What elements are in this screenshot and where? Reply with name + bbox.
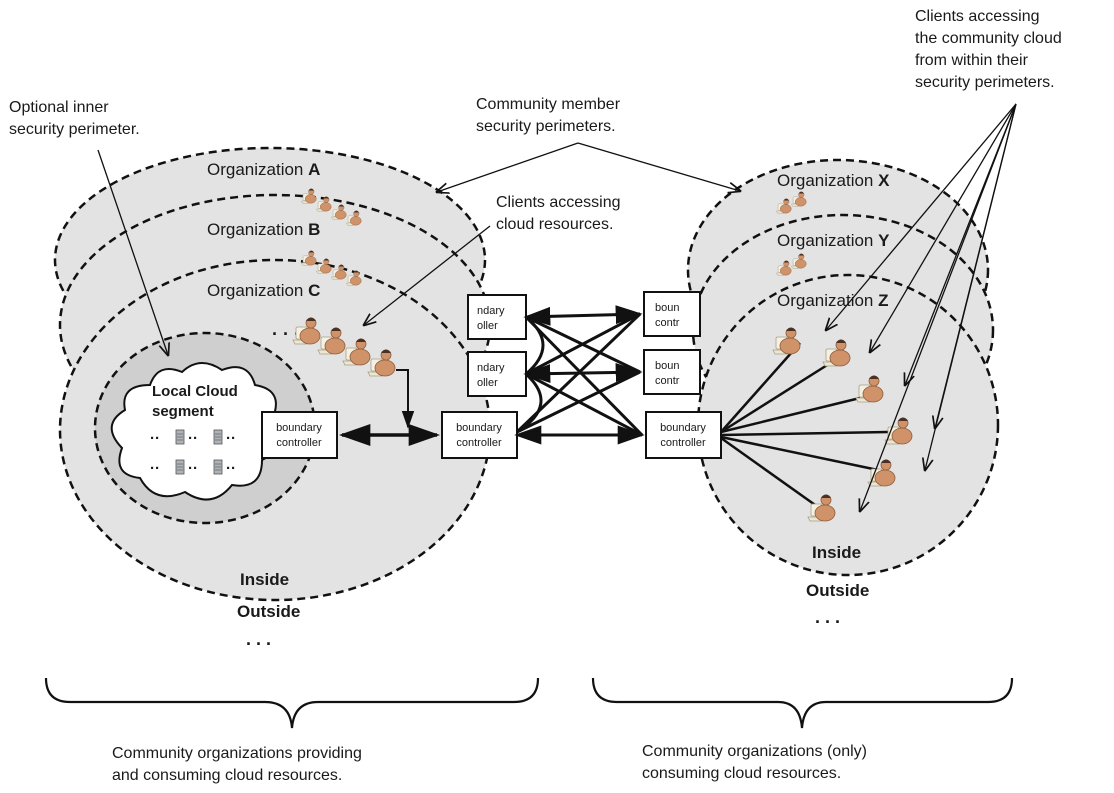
local-cloud-title: Local Cloud — [152, 383, 238, 400]
annotation-inner-perimeter: Optional inner security perimeter. — [9, 99, 168, 355]
svg-text:the community cloud: the community cloud — [915, 30, 1062, 47]
clients-to-boundary-arrow — [396, 369, 415, 429]
svg-text:controller: controller — [660, 437, 706, 449]
svg-text:boundary: boundary — [276, 422, 322, 434]
left-outside-label: Outside — [237, 602, 300, 621]
local-cloud-shape — [110, 362, 281, 501]
org-x-boundary-controller: boun contr — [643, 291, 701, 337]
svg-text:· · ·: · · · — [272, 324, 300, 344]
local-cloud-subtitle: segment — [152, 403, 214, 420]
inter-org-links — [514, 305, 645, 445]
svg-text:controller: controller — [456, 437, 502, 449]
svg-text:security perimeter.: security perimeter. — [9, 121, 140, 138]
svg-text:··: ·· — [188, 460, 198, 477]
right-brace — [591, 677, 1014, 729]
org-b-label: Organization B — [207, 220, 320, 239]
org-b-boundary-controller: ndary oller — [467, 351, 527, 397]
svg-text:boundary: boundary — [660, 422, 706, 434]
annotation-clients-cloud: Clients accessing cloud resources. — [364, 194, 621, 325]
org-z-client-links — [720, 342, 889, 509]
right-outside-label: Outside — [806, 581, 869, 600]
svg-text:controller: controller — [276, 437, 322, 449]
svg-text:Clients accessing: Clients accessing — [496, 194, 621, 211]
svg-text:boundary: boundary — [456, 422, 502, 434]
left-organizations: Organization A Organization B Organizati… — [53, 146, 527, 649]
left-inside-label: Inside — [240, 570, 289, 589]
svg-text:boun: boun — [655, 302, 679, 314]
svg-text:from within their: from within their — [915, 52, 1029, 69]
org-x-label: Organization X — [777, 171, 890, 190]
left-ellipsis: . . . — [246, 629, 271, 649]
org-c-label: Organization C — [207, 281, 320, 300]
svg-text:ndary: ndary — [477, 362, 505, 374]
right-inside-label: Inside — [812, 543, 861, 562]
svg-text:ndary: ndary — [477, 305, 505, 317]
svg-text:··: ·· — [226, 460, 236, 477]
org-a-boundary-controller: ndary oller — [467, 294, 527, 340]
org-z-boundary-controller: boundary controller — [645, 411, 722, 459]
svg-text:security perimeters.: security perimeters. — [476, 118, 616, 135]
annotation-clients-community: Clients accessing the community cloud fr… — [826, 8, 1062, 511]
right-caption-line2: consuming cloud resources. — [642, 765, 841, 782]
annotation-member-perimeters: Community member security perimeters. — [437, 96, 740, 192]
svg-text:oller: oller — [477, 377, 498, 389]
left-caption-line2: and consuming cloud resources. — [112, 767, 342, 784]
inner-boundary-controller: boundary controller — [261, 411, 338, 459]
org-c-boundary-controller: boundary controller — [441, 411, 518, 459]
svg-text:oller: oller — [477, 320, 498, 332]
svg-text:Optional inner: Optional inner — [9, 99, 109, 116]
svg-text:boun: boun — [655, 360, 679, 372]
svg-text:Clients accessing: Clients accessing — [915, 8, 1040, 25]
svg-text:··: ·· — [226, 430, 236, 447]
local-cloud-servers: ·· ·· ·· ·· ·· ·· — [150, 429, 236, 477]
right-ellipsis: . . . — [815, 607, 840, 627]
right-caption-line1: Community organizations (only) — [642, 743, 867, 760]
svg-text:··: ·· — [188, 430, 198, 447]
left-brace — [44, 677, 540, 729]
svg-text:security perimeters.: security perimeters. — [915, 74, 1055, 91]
svg-text:cloud resources.: cloud resources. — [496, 216, 613, 233]
svg-text:··: ·· — [150, 430, 160, 447]
left-caption-line1: Community organizations providing — [112, 745, 362, 762]
org-y-boundary-controller: boun contr — [643, 349, 701, 395]
org-z-perimeter — [696, 273, 1000, 577]
org-a-label: Organization A — [207, 160, 320, 179]
svg-text:contr: contr — [655, 375, 680, 387]
svg-text:··: ·· — [150, 460, 160, 477]
org-z-label: Organization Z — [777, 291, 889, 310]
org-y-label: Organization Y — [777, 231, 890, 250]
svg-text:contr: contr — [655, 317, 680, 329]
right-organizations: Organization X Organization Y Organizati… — [643, 158, 1000, 627]
org-c-clients: · · · — [272, 317, 396, 377]
svg-text:Community member: Community member — [476, 96, 621, 113]
